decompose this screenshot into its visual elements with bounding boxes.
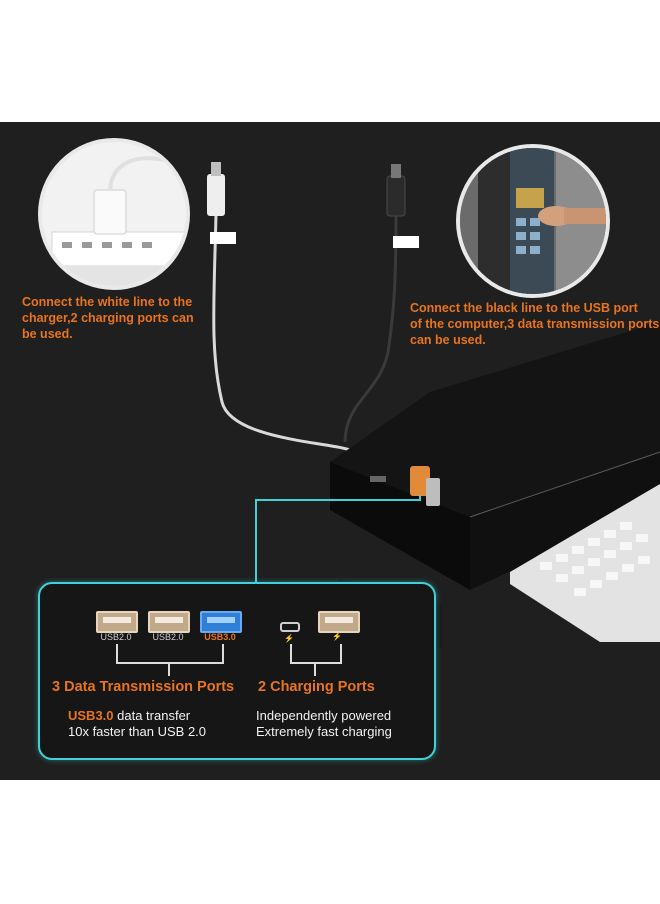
charging-ports-bracket	[290, 644, 342, 664]
cables-illustration	[207, 162, 419, 454]
usb-port-icon	[148, 611, 190, 633]
caption-line: be used.	[22, 327, 73, 341]
usb-charging-port-icon	[318, 611, 360, 633]
charging-line-2: Extremely fast charging	[256, 724, 392, 739]
caption-line: can be used.	[410, 333, 486, 347]
usb2-label-2: USB2.0	[152, 632, 184, 642]
usb-port-icon	[96, 611, 138, 633]
data-ports-bracket	[116, 644, 224, 664]
caption-line: charger,2 charging ports can	[22, 311, 194, 325]
charging-description: Independently powered Extremely fast cha…	[256, 708, 392, 740]
data-ports-heading: 3 Data Transmission Ports	[52, 679, 235, 695]
black-cable-caption: Connect the black line to the USB port o…	[410, 300, 659, 348]
charging-line-1: Independently powered	[256, 708, 392, 723]
charge-icon: ⚡	[332, 632, 342, 641]
caption-line: of the computer,3 data transmission port…	[410, 317, 660, 331]
usb3-text: data transfer	[113, 708, 191, 723]
bracket-stem	[168, 662, 170, 676]
usb3-label: USB3.0	[204, 632, 236, 642]
usb3-description: USB3.0 data transfer 10x faster than USB…	[68, 708, 206, 740]
micro-usb-port-icon	[280, 622, 300, 632]
charging-ports-heading: 2 Charging Ports	[258, 679, 375, 695]
caption-line: Connect the black line to the USB port	[410, 301, 638, 315]
caption-line: Connect the white line to the	[22, 295, 193, 309]
white-cable-caption: Connect the white line to the charger,2 …	[22, 294, 194, 342]
ports-info-box: USB2.0 USB2.0 USB3.0 ⚡ ⚡ 3 Data Transmis…	[38, 582, 436, 760]
charger-illustration	[42, 142, 186, 286]
usb3-port-icon	[200, 611, 242, 633]
usb3-line-2: 10x faster than USB 2.0	[68, 724, 207, 739]
bracket-stem	[314, 662, 316, 676]
usb3-highlight: USB3.0	[68, 708, 114, 723]
charge-icon: ⚡	[284, 634, 294, 643]
usb2-label-1: USB2.0	[100, 632, 132, 642]
charger-photo-circle	[38, 138, 190, 290]
